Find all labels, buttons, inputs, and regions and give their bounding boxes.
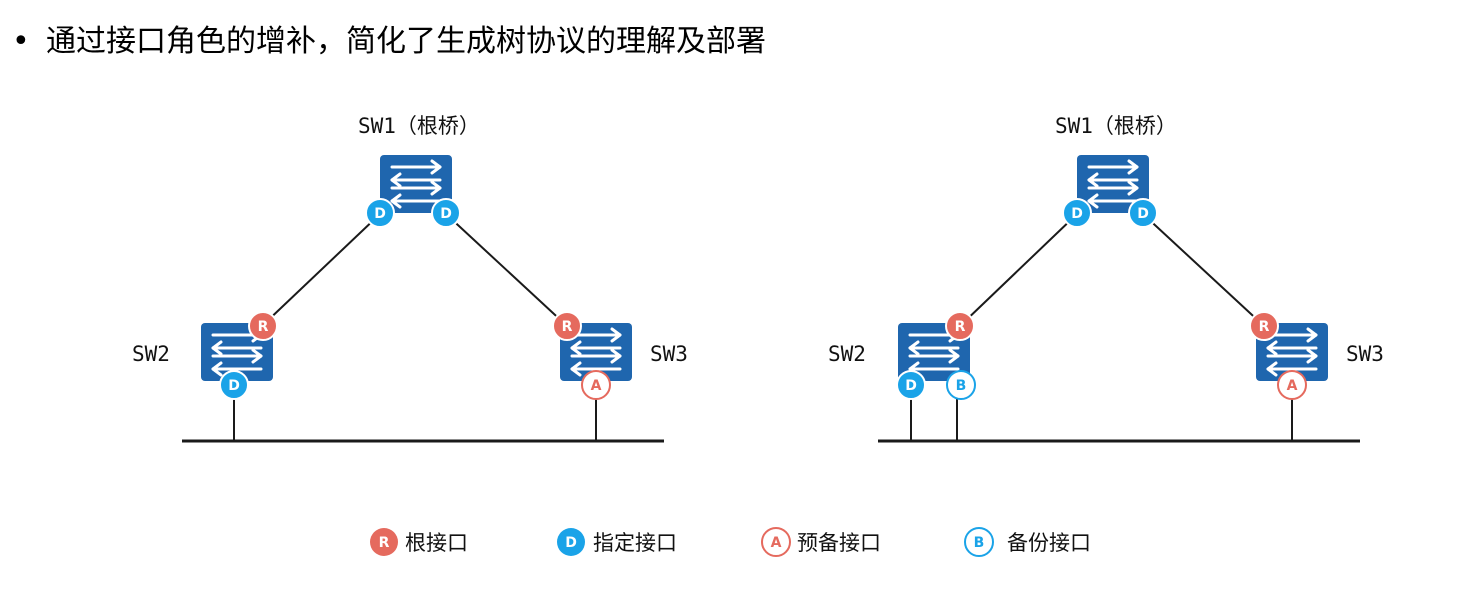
port-designated: D xyxy=(896,370,926,400)
heading: • 通过接口角色的增补，简化了生成树协议的理解及部署 xyxy=(12,20,766,64)
svg-text:D: D xyxy=(1071,206,1083,222)
sw2-label: SW2 xyxy=(828,342,866,366)
legend-alternate-letter: A xyxy=(771,535,782,551)
port-root: R xyxy=(945,311,975,341)
svg-text:D: D xyxy=(440,206,452,222)
svg-text:D: D xyxy=(905,378,917,394)
sw3-label: SW3 xyxy=(650,342,688,366)
legend-root-letter: R xyxy=(379,535,390,551)
port-root: R xyxy=(248,311,278,341)
diagram-right: SW1（根桥） SW2 SW3 D D R D B R A xyxy=(828,114,1384,443)
link-sw1-sw3 xyxy=(445,213,568,327)
port-designated: D xyxy=(219,370,249,400)
svg-text:A: A xyxy=(591,378,602,394)
port-designated: D xyxy=(431,198,461,228)
port-backup: B xyxy=(946,370,976,400)
svg-text:R: R xyxy=(955,319,966,335)
svg-text:D: D xyxy=(1137,206,1149,222)
link-sw1-sw2 xyxy=(261,213,381,327)
svg-text:R: R xyxy=(258,319,269,335)
legend-alternate-label: 预备接口 xyxy=(797,531,881,555)
heading-text: 通过接口角色的增补，简化了生成树协议的理解及部署 xyxy=(46,24,766,59)
diagram-left: SW1（根桥） SW2 SW3 D D R D R A xyxy=(132,114,688,443)
bullet-dot: • xyxy=(12,24,30,59)
port-designated: D xyxy=(365,198,395,228)
legend-item-root: R 根接口 xyxy=(370,528,468,556)
legend-item-designated: D 指定接口 xyxy=(557,528,677,556)
port-alternate: A xyxy=(1277,370,1307,400)
legend-designated-label: 指定接口 xyxy=(593,531,677,555)
legend-root-label: 根接口 xyxy=(405,531,468,555)
legend: R 根接口 D 指定接口 A 预备接口 B 备份接口 xyxy=(370,527,1091,557)
port-root: R xyxy=(1249,311,1279,341)
port-designated: D xyxy=(1128,198,1158,228)
link-sw1-sw3 xyxy=(1142,213,1265,327)
legend-item-alternate: A 预备接口 xyxy=(761,527,881,557)
svg-text:A: A xyxy=(1287,378,1298,394)
legend-backup-letter: B xyxy=(974,535,985,551)
svg-text:R: R xyxy=(562,319,573,335)
legend-designated-letter: D xyxy=(565,535,577,551)
legend-item-backup: B 备份接口 xyxy=(964,527,1091,557)
sw3-label: SW3 xyxy=(1346,342,1384,366)
link-sw1-sw2 xyxy=(959,213,1078,327)
legend-backup-label: 备份接口 xyxy=(1007,531,1091,555)
port-root: R xyxy=(552,311,582,341)
svg-text:D: D xyxy=(374,206,386,222)
svg-text:B: B xyxy=(956,378,967,394)
sw1-label: SW1（根桥） xyxy=(358,114,480,138)
port-alternate: A xyxy=(581,370,611,400)
svg-text:D: D xyxy=(228,378,240,394)
sw1-label: SW1（根桥） xyxy=(1055,114,1177,138)
port-designated: D xyxy=(1062,198,1092,228)
svg-text:R: R xyxy=(1259,319,1270,335)
sw2-label: SW2 xyxy=(132,342,170,366)
